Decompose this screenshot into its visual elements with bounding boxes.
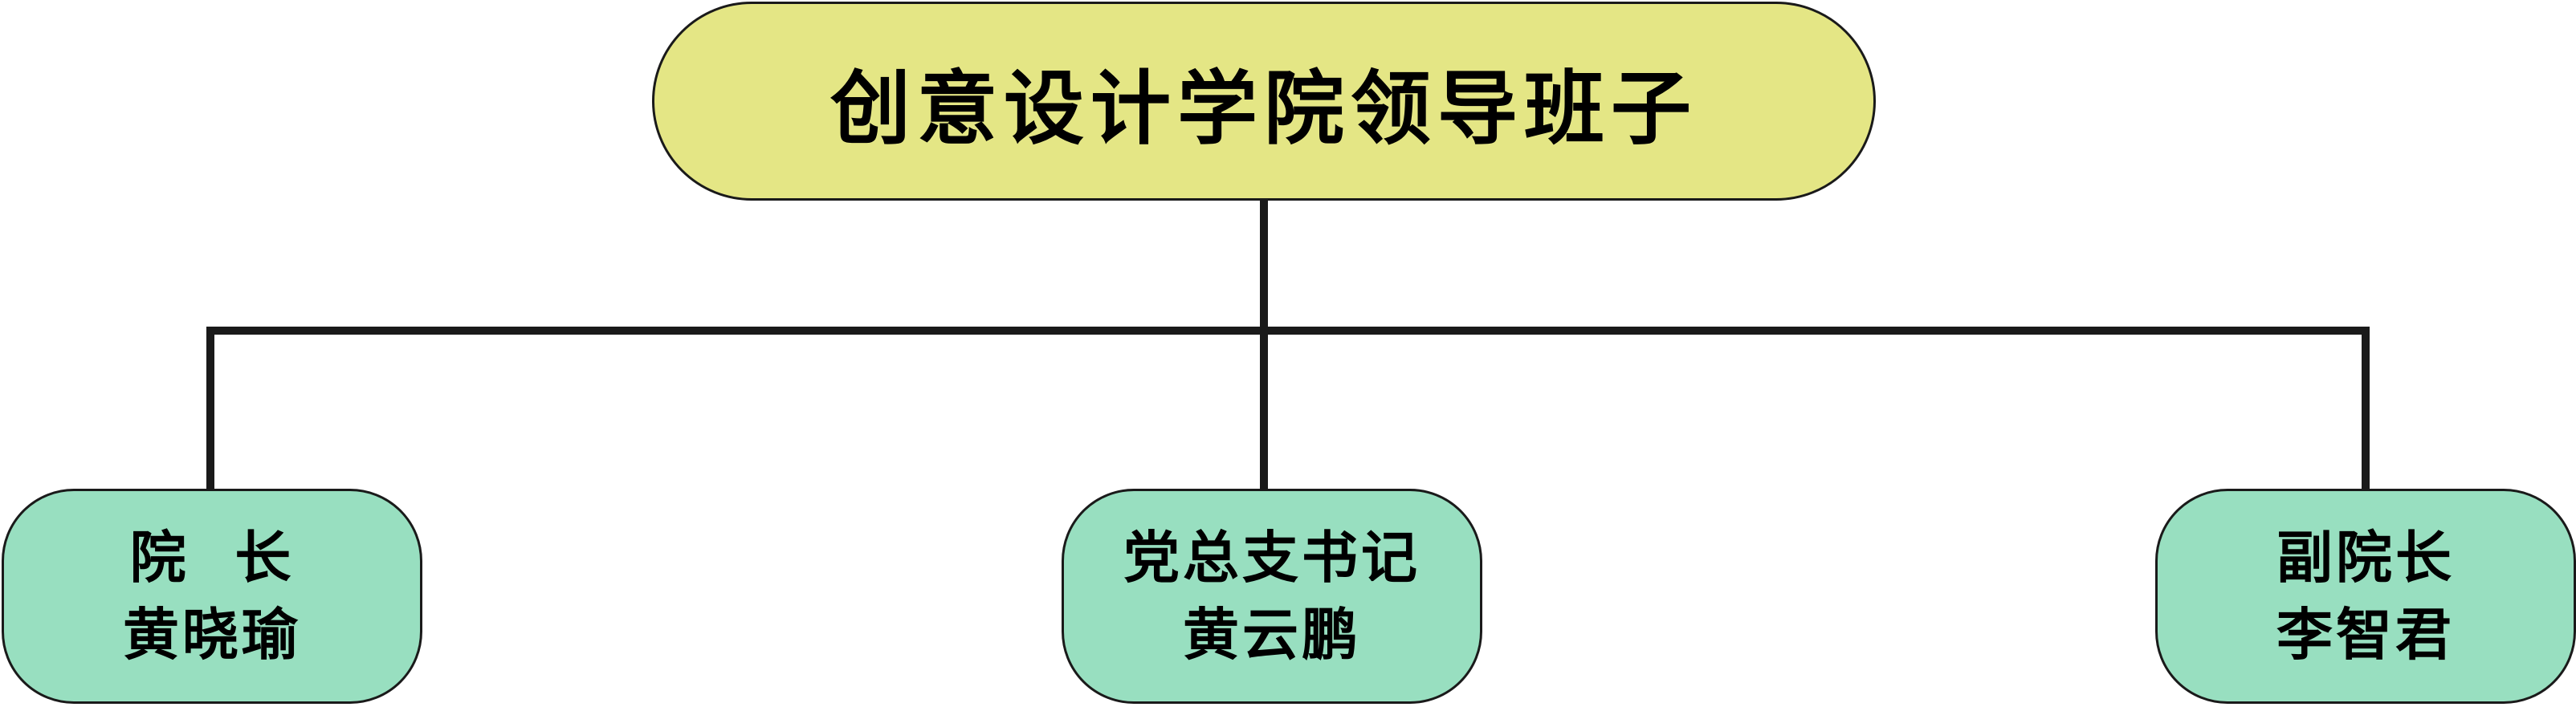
child-node-vice-dean: 副院长 李智君 xyxy=(2155,489,2576,704)
child-node-person: 黄云鹏 xyxy=(1183,602,1361,668)
child-node-title: 院 长 xyxy=(129,525,295,591)
child-node-title: 党总支书记 xyxy=(1123,525,1420,591)
child-node-dean: 院 长 黄晓瑜 xyxy=(2,489,422,704)
child-node-title: 副院长 xyxy=(2276,525,2455,591)
child-node-person: 黄晓瑜 xyxy=(123,602,301,668)
child-node-party-secretary: 党总支书记 黄云鹏 xyxy=(1062,489,1482,704)
root-node-label: 创意设计学院领导班子 xyxy=(830,61,1698,156)
child-node-person: 李智君 xyxy=(2276,602,2455,668)
root-node: 创意设计学院领导班子 xyxy=(652,2,1876,201)
